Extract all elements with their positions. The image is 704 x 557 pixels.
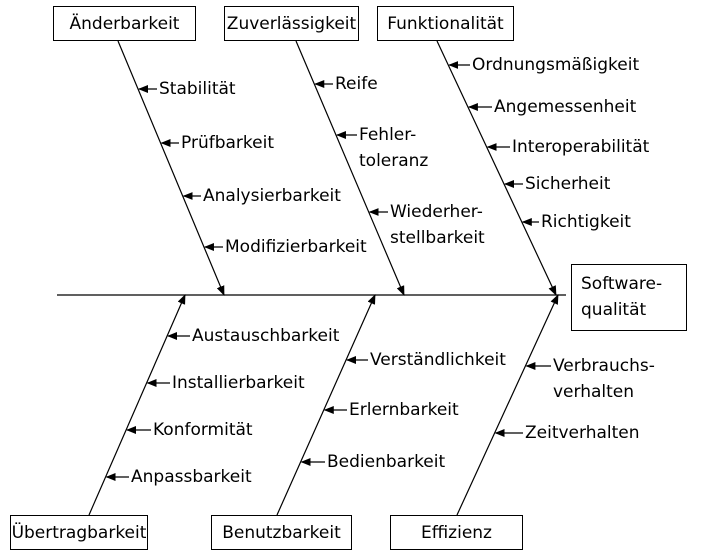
category-label: Effizienz [421, 522, 492, 543]
cause-label-line: Wiederher- [390, 202, 483, 222]
cause-label: Richtigkeit [541, 212, 631, 232]
cause-label: Zeitverhalten [525, 423, 640, 443]
cause-label-line: stellbarkeit [390, 228, 485, 248]
cause-label-line: Verbrauchs- [553, 356, 655, 376]
category-box-funktionalitaet: Funktionalität [377, 6, 514, 41]
category-box-benutzbarkeit: Benutzbarkeit [211, 515, 352, 550]
cause-label: Verständlichkeit [370, 350, 506, 370]
cause-label: Verbrauchs-verhalten [553, 353, 655, 405]
cause-label-line: Fehler- [359, 125, 417, 145]
category-label: Übertragbarkeit [11, 522, 147, 543]
category-box-aenderbarkeit: Änderbarkeit [53, 6, 196, 41]
cause-label: Sicherheit [525, 174, 611, 194]
category-label: Änderbarkeit [69, 13, 180, 34]
effect-box-softwarequalitaet: Software- qualität [571, 264, 687, 331]
cause-label: Anpassbarkeit [131, 467, 252, 487]
effect-label-line2: qualität [581, 300, 647, 320]
cause-label: Konformität [153, 420, 253, 440]
cause-label: Wiederher-stellbarkeit [390, 199, 485, 251]
cause-label-line: verhalten [553, 382, 635, 402]
cause-label: Prüfbarkeit [181, 133, 274, 153]
category-label: Funktionalität [387, 13, 504, 34]
branch-arrow-effizienz [456, 294, 559, 516]
cause-label: Stabilität [159, 79, 236, 99]
category-box-effizienz: Effizienz [390, 515, 523, 550]
cause-label: Angemessenheit [494, 97, 637, 117]
cause-label: Reife [335, 74, 378, 94]
category-label: Zuverlässigkeit [226, 13, 357, 34]
cause-label: Ordnungsmäßigkeit [472, 55, 640, 75]
cause-label: Interoperabilität [512, 137, 650, 157]
cause-label: Analysierbarkeit [203, 186, 341, 206]
category-label: Benutzbarkeit [222, 522, 341, 543]
cause-label: Installierbarkeit [172, 373, 305, 393]
effect-label-line1: Software- [581, 274, 663, 294]
branch-arrow-uebertragbarkeit [88, 294, 186, 516]
branch-arrow-aenderbarkeit [117, 40, 225, 296]
category-box-uebertragbarkeit: Übertragbarkeit [10, 515, 148, 550]
cause-label: Bedienbarkeit [327, 452, 446, 472]
branch-arrow-zuverlaessigkeit [295, 40, 405, 296]
cause-label: Erlernbarkeit [349, 400, 459, 420]
cause-label: Austauschbarkeit [192, 326, 340, 346]
cause-label-line: toleranz [359, 151, 429, 171]
category-box-zuverlaessigkeit: Zuverlässigkeit [224, 6, 359, 41]
cause-label: Fehler-toleranz [359, 122, 428, 174]
branch-arrow-benutzbarkeit [276, 294, 376, 516]
cause-label: Modifizierbarkeit [225, 237, 367, 257]
branch-arrow-funktionalitaet [436, 40, 557, 296]
